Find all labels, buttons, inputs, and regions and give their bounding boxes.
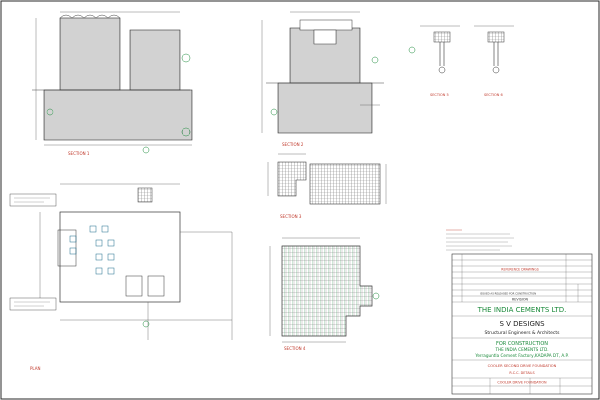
consultant-subtitle: Structural Engineers & Architects xyxy=(485,330,561,336)
plan-drawing xyxy=(9,146,233,340)
title-block xyxy=(451,253,593,395)
section-1-drawing xyxy=(32,11,193,146)
reference-drawings-label: REFERENCE DRAWINGS xyxy=(501,268,538,272)
site-address: Yerraguntla Cement Factory,KADAPA DT, A.… xyxy=(474,353,568,358)
status-label: FOR CONSTRUCTION xyxy=(496,341,548,347)
section-5-label: SECTION 5 xyxy=(430,93,449,97)
notes-block xyxy=(446,229,514,251)
section-4-label: SECTION 4 xyxy=(284,346,306,351)
section-3-label: SECTION 3 xyxy=(280,214,302,219)
revision-label: REVISION xyxy=(512,298,529,302)
client-name: THE INDIA CEMENTS LTD. xyxy=(477,306,567,314)
section-2-label: SECTION 2 xyxy=(282,142,304,147)
section-5-drawing xyxy=(408,25,460,74)
section-4-drawing xyxy=(269,237,380,343)
released-note: ISSUED AS RELEASED FOR CONSTRUCTION xyxy=(480,292,536,296)
section-6-label: SECTION 6 xyxy=(484,93,503,97)
project-name: COOLER SECOND DRIVE FOUNDATION xyxy=(488,364,557,368)
consultant-name: S V DESIGNS xyxy=(499,320,545,328)
drawing-type: R.C.C. DETAILS xyxy=(509,371,534,375)
owner-name: THE INDIA CEMENTS LTD. xyxy=(494,347,548,352)
plan-label: PLAN xyxy=(30,366,40,371)
section-1-label: SECTION 1 xyxy=(68,151,90,156)
section-3-drawing xyxy=(267,153,387,205)
section-6-drawing xyxy=(474,25,514,74)
drawing-title: COOLER DRIVE FOUNDATION xyxy=(497,381,547,385)
section-2-drawing xyxy=(261,11,384,134)
